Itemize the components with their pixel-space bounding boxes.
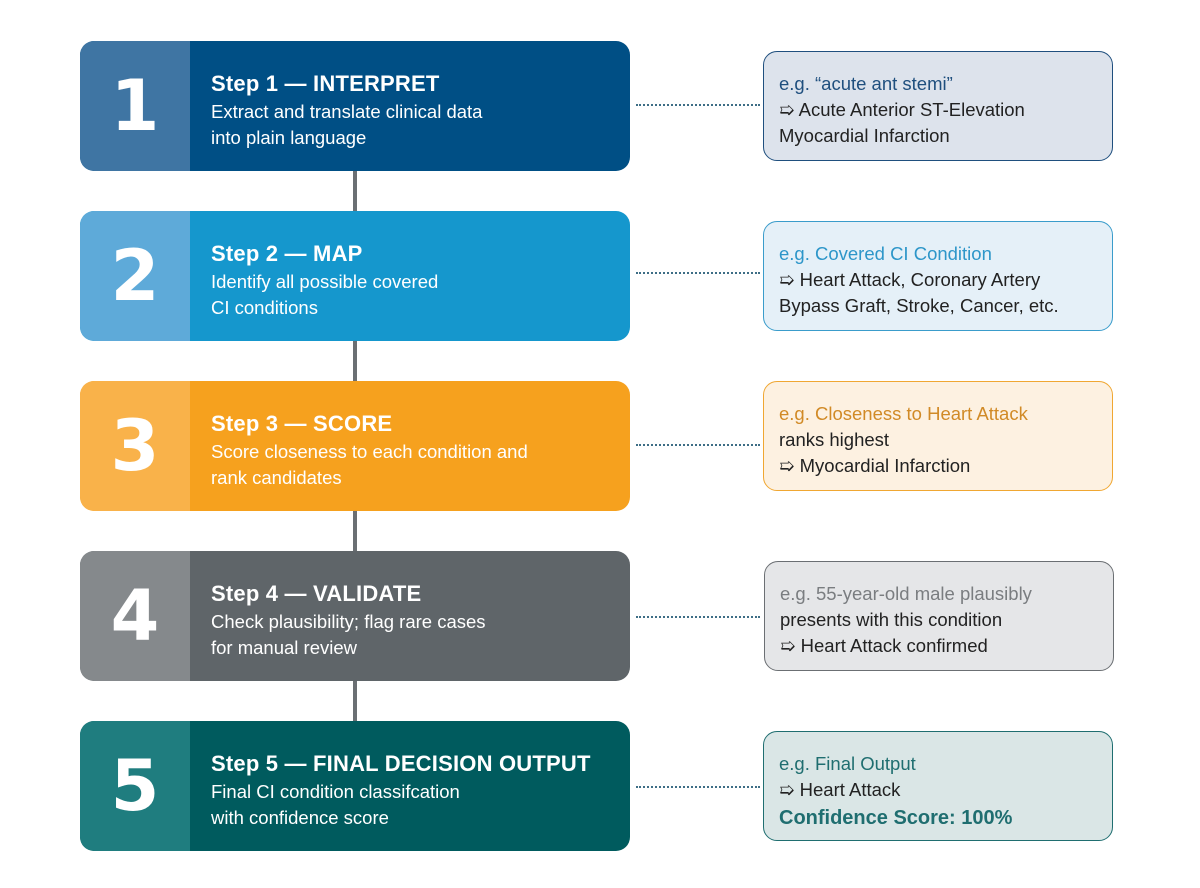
example-line: ranks highest — [779, 429, 890, 450]
example-line: Bypass Graft, Stroke, Cancer, etc. — [779, 295, 1059, 316]
step-body: Step 4 — VALIDATE Check plausibility; fl… — [190, 551, 486, 681]
step-title: Step 3 — SCORE — [211, 411, 393, 436]
step-body: Step 3 — SCORE Score closeness to each c… — [190, 381, 528, 511]
example-lead: e.g. Closeness to Heart Attack — [779, 403, 1028, 424]
step-title: Step 1 — INTERPRET — [211, 71, 440, 96]
step-description: Final CI condition classifcation with co… — [211, 781, 460, 828]
step-description: Identify all possible covered CI conditi… — [211, 271, 439, 318]
step-description: Check plausibility; flag rare cases for … — [211, 611, 486, 658]
step-card-1: 1 Step 1 — INTERPRET Extract and transla… — [80, 41, 630, 171]
example-lead: e.g. Covered CI Condition — [779, 243, 992, 264]
step-number: 4 — [80, 551, 190, 681]
dotted-connector — [636, 616, 760, 618]
step-description: Score closeness to each condition and ra… — [211, 441, 528, 488]
example-line: ➯ Acute Anterior ST-Elevation — [779, 99, 1025, 120]
step-number: 2 — [80, 211, 190, 341]
dotted-connector — [636, 272, 760, 274]
step-card-5: 5 Step 5 — FINAL DECISION OUTPUT Final C… — [80, 721, 630, 851]
example-line: ➯ Heart Attack, Coronary Artery — [779, 269, 1041, 290]
step-number: 1 — [80, 41, 190, 171]
step-card-4: 4 Step 4 — VALIDATE Check plausibility; … — [80, 551, 630, 681]
step-body: Step 1 — INTERPRET Extract and translate… — [190, 41, 482, 171]
dotted-connector — [636, 444, 760, 446]
step-body: Step 2 — MAP Identify all possible cover… — [190, 211, 438, 341]
step-card-2: 2 Step 2 — MAP Identify all possible cov… — [80, 211, 630, 341]
step-title: Step 2 — MAP — [211, 241, 363, 266]
step-description: Extract and translate clinical data into… — [211, 101, 483, 148]
step-title: Step 4 — VALIDATE — [211, 581, 422, 606]
example-line: ➯ Heart Attack confirmed — [780, 635, 988, 656]
dotted-connector — [636, 104, 760, 106]
step-title: Step 5 — FINAL DECISION OUTPUT — [211, 751, 591, 776]
dotted-connector — [636, 786, 760, 788]
example-box-4: e.g. 55-year-old male plausibly presents… — [764, 561, 1114, 671]
example-box-3: e.g. Closeness to Heart Attack ranks hig… — [763, 381, 1113, 491]
step-number: 5 — [80, 721, 190, 851]
step-card-3: 3 Step 3 — SCORE Score closeness to each… — [80, 381, 630, 511]
connector-line — [353, 340, 357, 382]
step-body: Step 5 — FINAL DECISION OUTPUT Final CI … — [190, 721, 591, 851]
connector-line — [353, 680, 357, 722]
example-line: ➯ Heart Attack — [779, 779, 901, 800]
example-box-5: e.g. Final Output ➯ Heart Attack Confide… — [763, 731, 1113, 841]
example-line: ➯ Myocardial Infarction — [779, 455, 971, 476]
confidence-score: Confidence Score: 100% — [779, 807, 1013, 829]
connector-line — [353, 510, 357, 552]
example-line: presents with this condition — [780, 609, 1003, 630]
example-box-2: e.g. Covered CI Condition ➯ Heart Attack… — [763, 221, 1113, 331]
example-line: Myocardial Infarction — [779, 125, 950, 146]
example-lead: e.g. Final Output — [779, 753, 916, 774]
connector-line — [353, 170, 357, 212]
example-lead: e.g. “acute ant stemi” — [779, 73, 953, 94]
step-number: 3 — [80, 381, 190, 511]
example-lead: e.g. 55-year-old male plausibly — [780, 583, 1032, 604]
example-box-1: e.g. “acute ant stemi” ➯ Acute Anterior … — [763, 51, 1113, 161]
